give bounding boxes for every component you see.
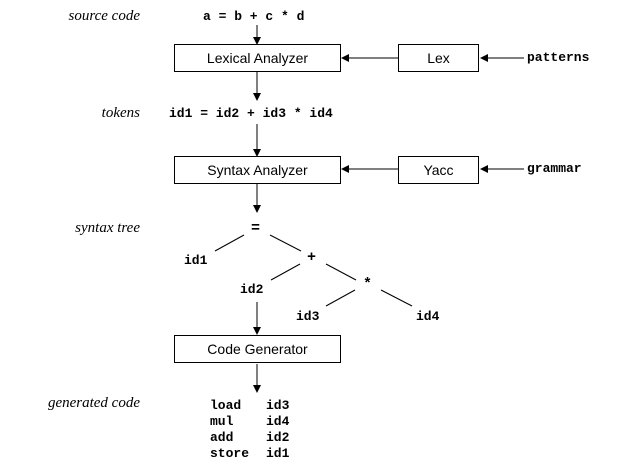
tree-edge-times-id4 xyxy=(380,289,413,307)
label-syntax-tree: syntax tree xyxy=(75,220,140,236)
lex-box: Lex xyxy=(398,44,479,72)
label-generated-code: generated code xyxy=(47,395,140,411)
code-arg: id1 xyxy=(266,446,290,461)
tree-node-assign: = xyxy=(251,220,261,237)
tree-node-id2: id2 xyxy=(240,282,264,297)
tree-node-id4: id4 xyxy=(416,309,440,324)
patterns-input: patterns xyxy=(527,50,590,65)
lexical-analyzer-box: Lexical Analyzer xyxy=(174,44,341,72)
code-generator-box: Code Generator xyxy=(174,335,341,363)
tree-node-id3: id3 xyxy=(296,309,320,324)
code-op: mul xyxy=(210,414,234,429)
code-op: store xyxy=(210,446,250,461)
tree-node-id1: id1 xyxy=(184,253,208,268)
label-source-code: source code xyxy=(68,8,141,24)
code-arg: id2 xyxy=(266,430,290,445)
tree-node-plus: + xyxy=(307,249,317,266)
tree-edge-root-id1 xyxy=(214,234,245,252)
tree-edge-plus-id2 xyxy=(270,263,301,281)
tree-edge-root-plus xyxy=(269,234,302,252)
code-arg: id3 xyxy=(266,398,290,413)
label-tokens: tokens xyxy=(101,105,140,121)
grammar-input: grammar xyxy=(527,161,582,176)
syntax-analyzer-box: Syntax Analyzer xyxy=(174,156,341,184)
yacc-box: Yacc xyxy=(398,156,479,184)
source-expression: a = b + c * d xyxy=(203,9,305,24)
tree-edge-plus-times xyxy=(325,263,357,281)
tree-edge-times-id3 xyxy=(325,289,356,307)
code-op: add xyxy=(210,430,234,445)
code-op: load xyxy=(210,398,242,413)
code-arg: id4 xyxy=(266,414,290,429)
tree-node-times: * xyxy=(363,276,373,293)
token-expression: id1 = id2 + id3 * id4 xyxy=(169,106,333,121)
